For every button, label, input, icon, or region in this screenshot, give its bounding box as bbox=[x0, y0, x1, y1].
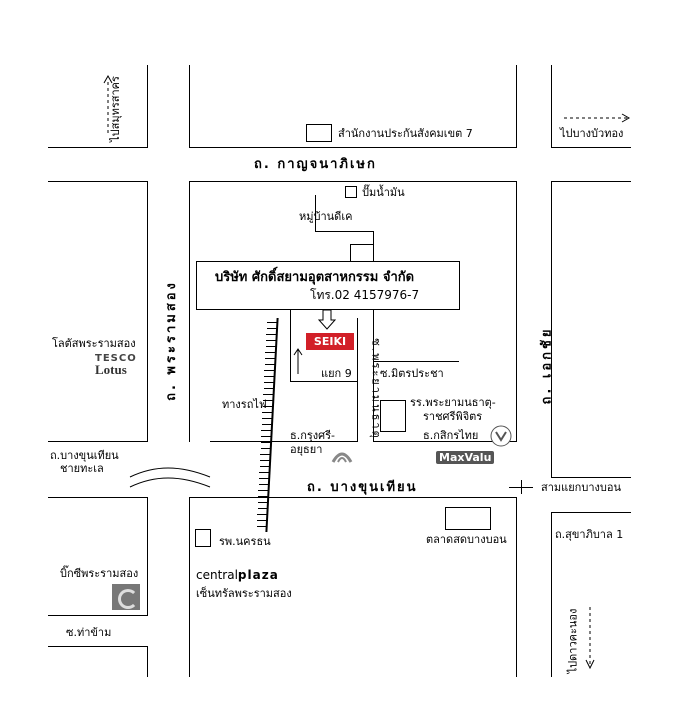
railway-tie bbox=[263, 382, 274, 383]
seiki-logo: SEIKI bbox=[306, 333, 354, 350]
railway-track bbox=[265, 318, 279, 532]
hospital-label: รพ.นครธน bbox=[219, 535, 271, 548]
railway-tie bbox=[262, 418, 272, 419]
tesco-logo: TESCO bbox=[95, 353, 137, 364]
junction9-label: แยก 9 bbox=[321, 367, 352, 380]
railway-tie bbox=[258, 490, 269, 491]
company-phone: โทร.02 4157976-7 bbox=[310, 288, 420, 302]
railway-tie bbox=[262, 412, 273, 413]
railway-tie bbox=[256, 526, 267, 527]
central-th-label: เซ็นทรัลพระรามสอง bbox=[196, 587, 292, 600]
railway-tie bbox=[265, 352, 276, 353]
railway-tie bbox=[256, 520, 267, 521]
railway-tie bbox=[259, 478, 269, 479]
railway-tie bbox=[266, 328, 277, 329]
road-ekkachai: ถ. เอกชัย bbox=[539, 326, 555, 405]
railway-tie bbox=[262, 406, 273, 407]
gas-station-label: ปั๊มน้ำมัน bbox=[362, 186, 405, 199]
lotus-logo: Lotus bbox=[95, 362, 127, 377]
hospital-box bbox=[195, 529, 211, 547]
railway-tie bbox=[265, 358, 275, 359]
railway-tie bbox=[261, 430, 272, 431]
bigc-label: บิ๊กซีพระรามสอง bbox=[60, 567, 139, 580]
road-bangkhunthian-chaythale-2: ชายทะเล bbox=[60, 462, 104, 475]
railway-tie bbox=[261, 436, 272, 437]
railway-tie bbox=[259, 466, 270, 467]
soi-mitr-label: ซ.มิตรประชา bbox=[380, 367, 444, 380]
school-label-1: รร.พระยามนธาตุ- bbox=[410, 396, 496, 409]
arrow-down-outline-icon bbox=[317, 309, 337, 330]
kasikorn-logo-icon bbox=[490, 425, 512, 447]
gas-station-box bbox=[345, 186, 357, 198]
road-bangkhunthian: ถ. บางขุนเทียน bbox=[307, 480, 418, 495]
railway-tie bbox=[262, 400, 273, 401]
village-label: หมู่บ้านดีเค bbox=[299, 210, 353, 223]
railway-tie bbox=[264, 376, 275, 377]
railway-tie bbox=[260, 448, 271, 449]
direction-bang-bua-thong: ไปบางบัวทอง bbox=[560, 127, 624, 140]
social-security-label: สำนักงานประกันสังคมเขต 7 bbox=[338, 127, 473, 140]
railway-tie bbox=[266, 334, 277, 335]
krungsri-logo-icon bbox=[331, 452, 353, 463]
curved-road bbox=[129, 467, 211, 488]
railway-tie bbox=[259, 460, 270, 461]
direction-samut-sakhon: ไปสมุทรสาคร bbox=[108, 76, 122, 142]
market-label: ตลาดสดบางบอน bbox=[426, 533, 507, 546]
railway-tie bbox=[265, 346, 276, 347]
road-kanchanaphisek: ถ. กาญจนาภิเษก bbox=[254, 157, 377, 172]
railway-tie bbox=[261, 424, 272, 425]
sam-yaek-label: สามแยกบางบอน bbox=[541, 481, 621, 494]
road-rama2: ถ. พระรามสอง bbox=[163, 280, 179, 401]
arrow-down-icon bbox=[585, 607, 595, 670]
railway-tie bbox=[264, 364, 275, 365]
kasikorn-label: ธ.กสิกรไทย bbox=[423, 429, 479, 442]
railway-tie bbox=[260, 454, 271, 455]
central-logo-a: central bbox=[196, 568, 238, 582]
road-soi-tha-kham: ซ.ท่าข้าม bbox=[66, 626, 112, 639]
railway-tie bbox=[263, 388, 274, 389]
railway-tie bbox=[259, 472, 270, 473]
lotus-rama2-label: โลตัสพระรามสอง bbox=[52, 337, 136, 350]
railway-tie bbox=[263, 394, 274, 395]
railway-label: ทางรถไฟ bbox=[222, 398, 267, 411]
railway-tie bbox=[264, 370, 275, 371]
bigc-logo-icon bbox=[112, 584, 140, 610]
company-name: บริษัท ศักดิ์สยามอุตสาหกรรม จำกัด bbox=[215, 270, 415, 285]
railway-tie bbox=[265, 340, 276, 341]
railway-tie bbox=[266, 322, 277, 323]
railway-tie bbox=[257, 514, 268, 515]
social-security-box bbox=[306, 124, 332, 142]
railway-tie bbox=[257, 508, 268, 509]
road-sukhaphiban1: ถ.สุขาภิบาล 1 bbox=[555, 528, 624, 541]
market-box bbox=[445, 507, 491, 530]
krungsri-label-1: ธ.กรุงศรี- bbox=[290, 429, 336, 442]
arrow-up-icon bbox=[103, 75, 113, 133]
central-logo-b: plaza bbox=[237, 568, 279, 582]
school-box bbox=[380, 400, 406, 432]
school-label-2: ราชศรีพิจิตร bbox=[423, 410, 483, 423]
road-bangkhunthian-chaythale-1: ถ.บางขุนเทียน bbox=[50, 449, 119, 462]
railway-tie bbox=[258, 496, 269, 497]
central-logo: centralplaza bbox=[196, 569, 279, 582]
railway-tie bbox=[258, 484, 269, 485]
maxvalu-logo: MaxValu bbox=[436, 451, 495, 464]
direction-dao-khanong: ไปดาวคะนอง bbox=[566, 608, 580, 674]
railway-tie bbox=[260, 442, 271, 443]
krungsri-label-2: อยุธยา bbox=[290, 443, 323, 456]
company-box bbox=[196, 261, 460, 310]
arrow-right-icon bbox=[564, 113, 631, 123]
arrow-up-icon bbox=[293, 348, 303, 374]
railway-tie bbox=[257, 502, 268, 503]
